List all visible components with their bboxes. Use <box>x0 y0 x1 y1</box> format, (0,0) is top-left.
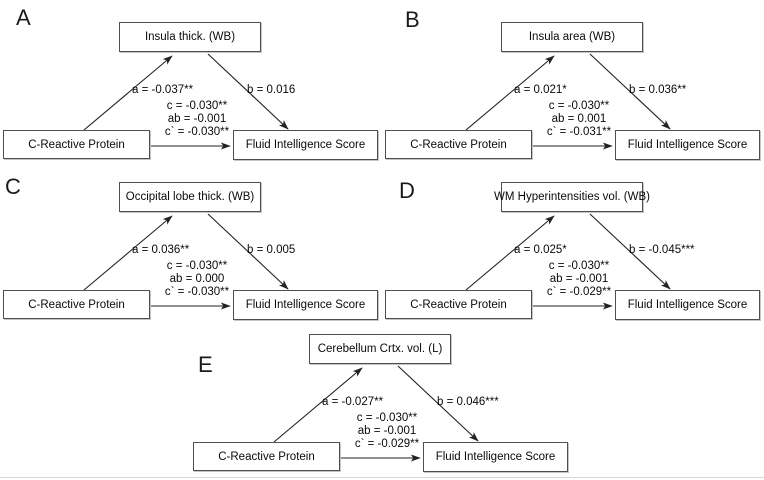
arrow-b <box>207 53 289 130</box>
arrow-a <box>273 367 363 443</box>
mediator-box: Cerebellum Crtx. vol. (L) <box>309 334 451 364</box>
mediator-box: Occipital lobe thick. (WB) <box>119 182 261 212</box>
path-arrows <box>273 365 479 462</box>
effects-stack: c = -0.030** ab = 0.000 c` = -0.030** <box>127 260 267 299</box>
arrow-b <box>589 53 671 130</box>
path-c-prime-label: c` = -0.031** <box>546 126 612 138</box>
path-c-label: c = -0.030** <box>166 100 228 112</box>
path-arrows <box>83 213 289 310</box>
arrow-a <box>83 55 173 131</box>
path-b-label: b = -0.045*** <box>629 244 695 256</box>
predictor-box: C-Reactive Protein <box>193 442 340 471</box>
panel-letter: C <box>5 174 21 199</box>
path-arrows <box>465 53 671 150</box>
mediator-box: WM Hyperintensities vol. (WB) <box>494 182 650 212</box>
mediator-box: Insula area (WB) <box>501 22 643 52</box>
outcome-box: Fluid Intelligence Score <box>233 290 378 320</box>
effects-stack: c = -0.030** ab = 0.001 c` = -0.031** <box>509 100 649 139</box>
predictor-box: C-Reactive Protein <box>3 130 150 159</box>
mediation-panel-e: E Cerebellum Crtx. vol. (L) C-Reactive P… <box>190 312 572 477</box>
path-a-label: a = -0.027** <box>322 396 384 408</box>
mediator-box: Insula thick. (WB) <box>119 22 261 52</box>
path-ab-label: ab = -0.001 <box>549 273 609 285</box>
path-ab-label: ab = -0.001 <box>357 425 417 437</box>
path-a-label: a = 0.021* <box>514 84 567 96</box>
arrow-b <box>207 213 289 290</box>
effects-stack: c = -0.030** ab = -0.001 c` = -0.029** <box>509 260 649 299</box>
arrow-b <box>589 213 671 290</box>
effects-stack: c = -0.030** ab = -0.001 c` = -0.030** <box>127 100 267 139</box>
outcome-box: Fluid Intelligence Score <box>615 130 760 160</box>
path-a-label: a = 0.025* <box>514 244 567 256</box>
arrow-a <box>465 215 555 291</box>
mediation-panel-a: A Insula thick. (WB) C-Reactive Protein … <box>0 0 382 165</box>
panel-letter: E <box>198 352 213 377</box>
path-ab-label: ab = 0.001 <box>551 113 607 125</box>
path-c-prime-label: c` = -0.029** <box>546 286 612 298</box>
path-arrows <box>83 53 289 150</box>
panel-letter: D <box>399 178 415 203</box>
arrow-a <box>465 55 555 131</box>
panel-letter: A <box>16 5 31 30</box>
arrow-b <box>397 365 479 442</box>
outcome-box: Fluid Intelligence Score <box>615 290 760 320</box>
path-c-label: c = -0.030** <box>356 412 418 424</box>
path-b-label: b = 0.046*** <box>437 396 499 408</box>
panel-letter: B <box>405 7 420 32</box>
path-ab-label: ab = 0.000 <box>169 273 225 285</box>
mediation-panel-c: C Occipital lobe thick. (WB) C-Reactive … <box>0 160 382 325</box>
path-c-label: c = -0.030** <box>548 260 610 272</box>
predictor-box: C-Reactive Protein <box>385 130 532 159</box>
predictor-box: C-Reactive Protein <box>3 290 150 319</box>
mediation-panel-d: D WM Hyperintensities vol. (WB) C-Reacti… <box>382 160 764 325</box>
path-b-label: b = 0.036** <box>629 84 687 96</box>
path-ab-label: ab = -0.001 <box>167 113 227 125</box>
effects-stack: c = -0.030** ab = -0.001 c` = -0.029** <box>317 412 457 451</box>
path-c-prime-label: c` = -0.030** <box>164 126 230 138</box>
outcome-box: Fluid Intelligence Score <box>233 130 378 160</box>
mediation-panel-b: B Insula area (WB) C-Reactive Protein Fl… <box>382 0 764 165</box>
arrow-a <box>83 215 173 291</box>
predictor-box: C-Reactive Protein <box>385 290 532 319</box>
path-c-label: c = -0.030** <box>166 260 228 272</box>
figure-bottom-rule <box>0 477 764 478</box>
path-c-prime-label: c` = -0.030** <box>164 286 230 298</box>
path-b-label: b = 0.005 <box>247 244 296 256</box>
path-b-label: b = 0.016 <box>247 84 296 96</box>
path-arrows <box>465 213 671 310</box>
path-a-label: a = -0.037** <box>132 84 194 96</box>
path-a-label: a = 0.036** <box>132 244 190 256</box>
outcome-box: Fluid Intelligence Score <box>423 442 568 472</box>
path-c-label: c = -0.030** <box>548 100 610 112</box>
path-c-prime-label: c` = -0.029** <box>354 438 420 450</box>
